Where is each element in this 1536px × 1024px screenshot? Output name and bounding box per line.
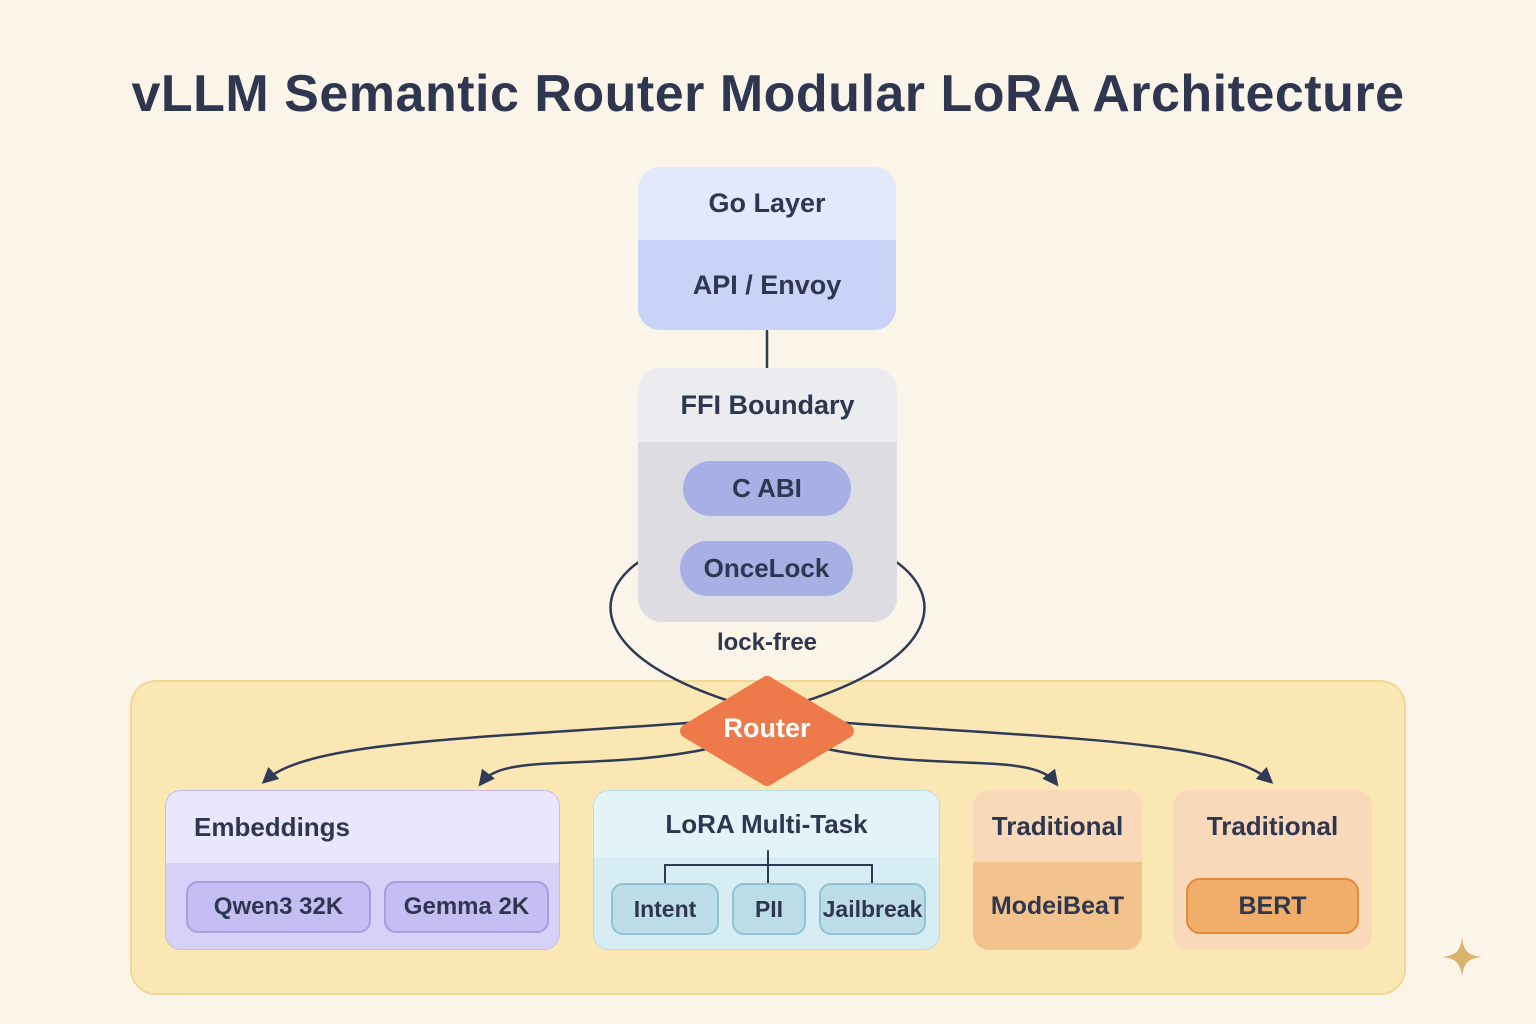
- traditional-bert-node: Traditional BERT: [1173, 790, 1372, 950]
- ffi-boundary-title: FFI Boundary: [638, 368, 897, 442]
- lora-multitask-title: LoRA Multi-Task: [594, 791, 939, 857]
- ffi-boundary-node: FFI Boundary C ABI OnceLock: [638, 368, 897, 622]
- gemma-2k-pill: Gemma 2K: [384, 881, 549, 933]
- c-abi-pill: C ABI: [683, 461, 851, 516]
- traditional-modernbert-title: Traditional: [973, 790, 1142, 862]
- embeddings-title: Embeddings: [166, 791, 559, 863]
- router-node-label: Router: [723, 713, 811, 743]
- lock-free-label: lock-free: [716, 629, 818, 656]
- lora-multitask-node: LoRA Multi-Task Intent PII Jailbreak: [593, 790, 940, 950]
- go-layer-node: Go Layer API / Envoy: [638, 167, 896, 330]
- lora-tree-connectors: [664, 850, 873, 884]
- traditional-bert-title: Traditional: [1173, 790, 1372, 862]
- pii-pill: PII: [732, 883, 806, 935]
- modernbert-label: ModeiBeaT: [990, 891, 1125, 920]
- diagram-title: vLLM Semantic Router Modular LoRA Archit…: [131, 65, 1405, 123]
- sparkle-icon: [1442, 937, 1482, 977]
- bert-pill: BERT: [1186, 878, 1359, 934]
- traditional-modernbert-node: Traditional ModeiBeaT: [973, 790, 1142, 950]
- oncelock-pill: OnceLock: [680, 541, 853, 596]
- embeddings-node: Embeddings Qwen3 32K Gemma 2K: [165, 790, 560, 950]
- qwen3-32k-pill: Qwen3 32K: [186, 881, 371, 933]
- api-envoy-label: API / Envoy: [638, 240, 896, 330]
- jailbreak-pill: Jailbreak: [819, 883, 926, 935]
- intent-pill: Intent: [611, 883, 719, 935]
- go-layer-title: Go Layer: [638, 167, 896, 240]
